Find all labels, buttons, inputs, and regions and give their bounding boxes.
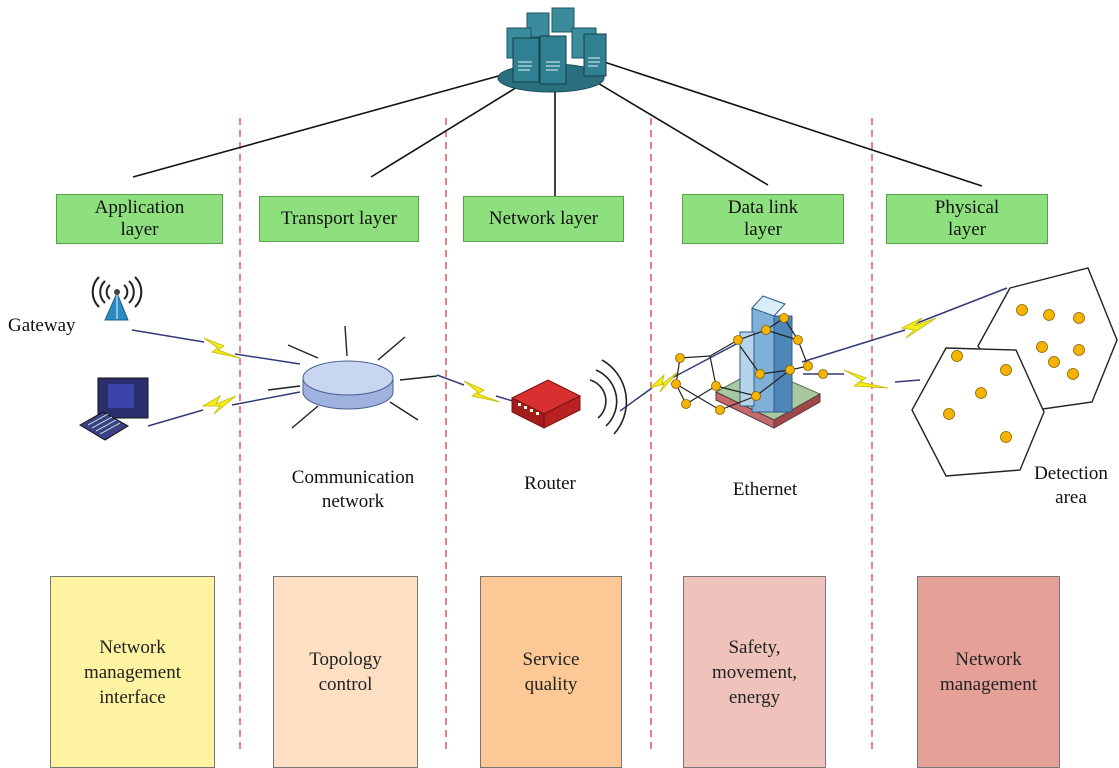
detection-area-label: Detection area	[1034, 463, 1108, 508]
detection-area-icon	[911, 267, 1118, 477]
computer-icon	[79, 377, 149, 441]
link-application	[132, 69, 521, 178]
ethernet-label: Ethernet	[732, 479, 798, 500]
function-box-safety-movement-energy: Safety, movement, energy	[683, 576, 826, 768]
communication-network-label: Communication network	[291, 467, 415, 512]
gateway-antenna-icon	[91, 276, 143, 321]
server-cluster-icon	[497, 7, 607, 93]
function-box-topology-control: Topology control	[273, 576, 418, 768]
layer-box-network: Network layer	[463, 196, 624, 242]
lightning-icon	[843, 369, 889, 389]
layer-box-physical: Physical layer	[886, 194, 1048, 244]
link-physical	[591, 57, 983, 187]
layer-box-application: Application layer	[56, 194, 223, 244]
communication-network-icon	[267, 325, 438, 429]
router-label: Router	[524, 473, 576, 494]
lightning-bolts	[201, 317, 937, 415]
function-box-network-management-interface: Network management interface	[50, 576, 215, 768]
server-links	[132, 57, 983, 196]
lightning-icon	[463, 380, 501, 403]
layer-dividers	[239, 118, 873, 752]
layer-box-transport: Transport layer	[259, 196, 419, 242]
wireless-links	[131, 287, 1008, 427]
router-icon	[510, 359, 628, 435]
ethernet-building-icon	[671, 295, 828, 429]
lightning-icon	[203, 337, 241, 359]
gateway-label: Gateway	[8, 315, 76, 336]
layer-box-data-link: Data link layer	[682, 194, 844, 244]
function-box-service-quality: Service quality	[480, 576, 622, 768]
hexagon-lower	[911, 347, 1045, 477]
function-box-network-management: Network management	[917, 576, 1060, 768]
lightning-icon	[900, 317, 937, 339]
lightning-icon	[201, 394, 237, 415]
link-datalink	[575, 69, 769, 186]
